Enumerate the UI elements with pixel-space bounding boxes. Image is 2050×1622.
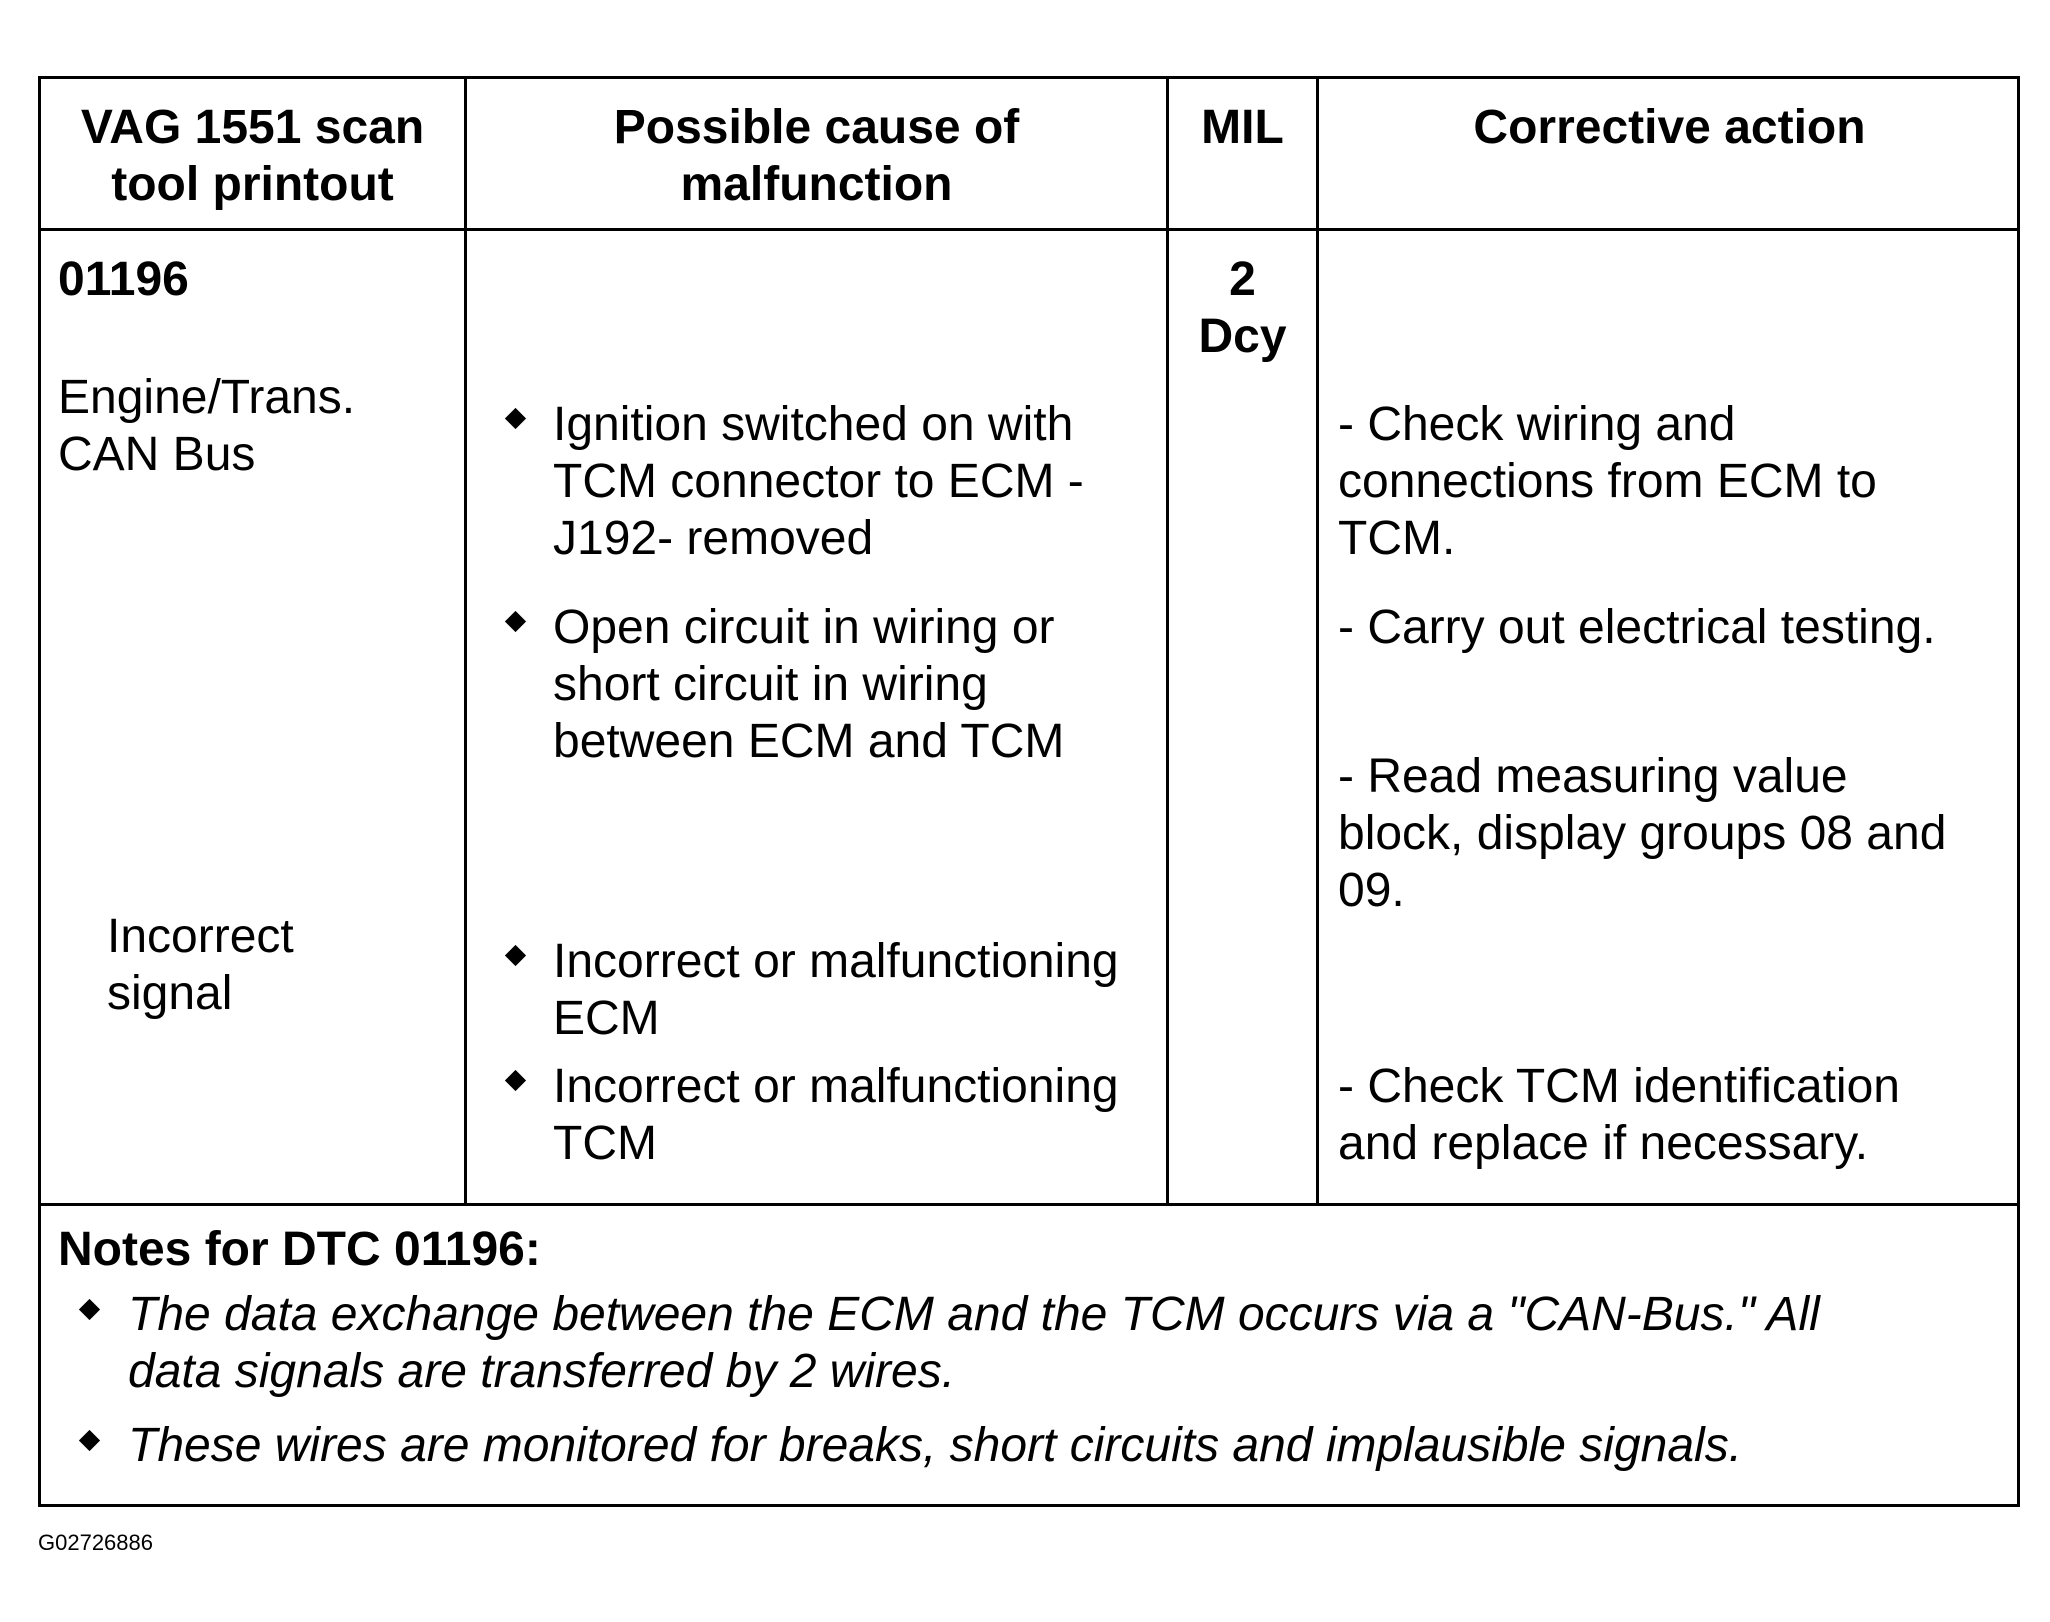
column-divider-3 [1316, 79, 1319, 1206]
column-divider-1 [464, 79, 467, 1206]
column-divider-2 [1166, 79, 1169, 1206]
bullet-icon [78, 1301, 100, 1323]
bullet-icon [504, 613, 526, 635]
action-item: - Carry out electrical testing. [1338, 601, 1936, 654]
component-name: Engine/Trans.CAN Bus [58, 371, 356, 481]
header-corrective-action: Corrective action [1473, 101, 1866, 154]
header-divider [41, 228, 2017, 231]
figure-id: G02726886 [38, 1530, 153, 1555]
bullet-icon [504, 410, 526, 432]
notes-title: Notes for DTC 01196: [58, 1223, 541, 1276]
notes-divider [41, 1203, 2017, 1206]
header-mil: MIL [1201, 101, 1284, 154]
bullet-icon [78, 1432, 100, 1454]
note-item: These wires are monitored for breaks, sh… [128, 1419, 1743, 1472]
bullet-icon [504, 1072, 526, 1094]
bullet-icon [504, 947, 526, 969]
dtc-code: 01196 [58, 253, 189, 306]
note-item: The data exchange between the ECM and th… [128, 1288, 1820, 1398]
